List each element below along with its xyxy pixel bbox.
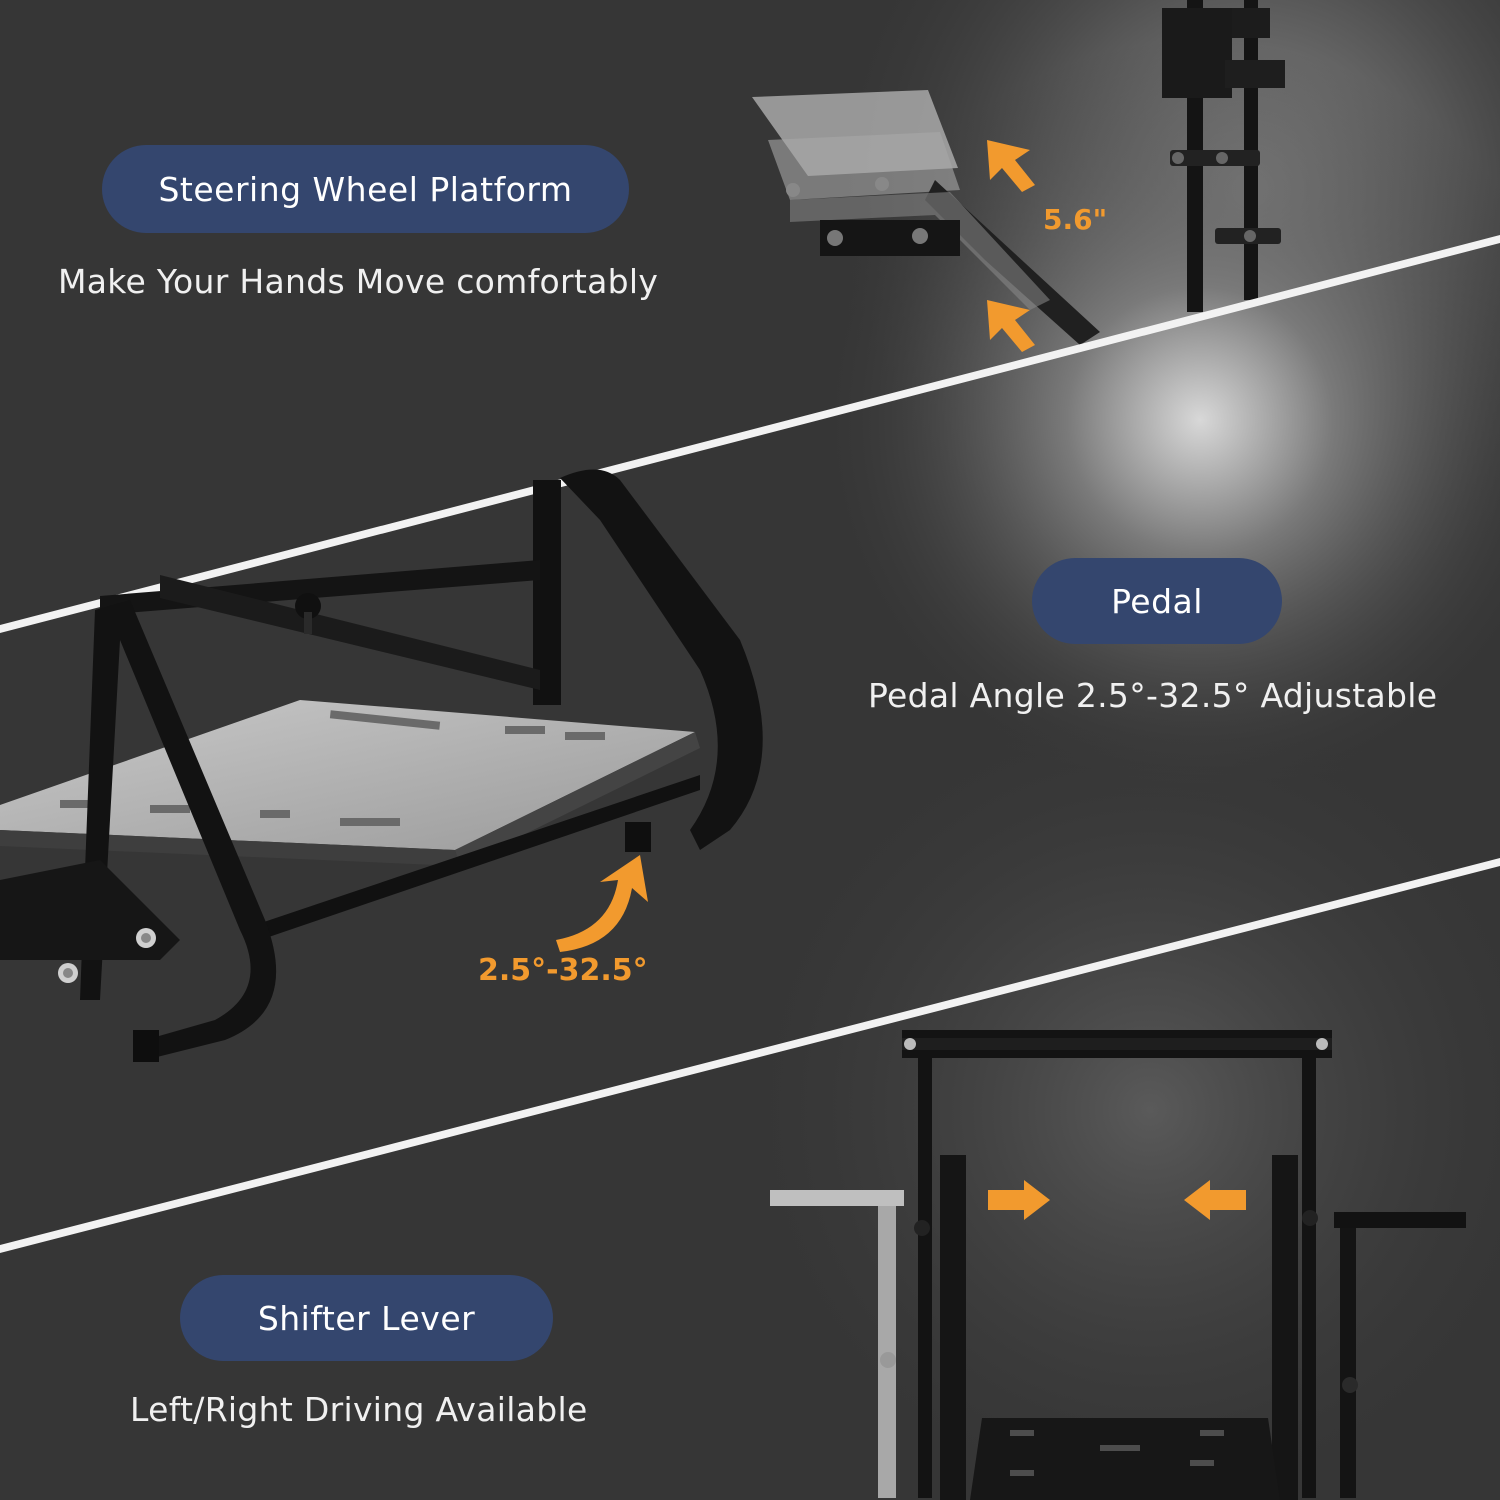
divider-line-2 [0, 858, 1500, 1253]
divider-line-1 [0, 235, 1500, 633]
shifter-lever-badge: Shifter Lever [180, 1275, 553, 1361]
steering-height-callout: 5.6" [1043, 203, 1108, 236]
steering-caption: Make Your Hands Move comfortably [58, 262, 659, 301]
steering-wheel-platform-badge: Steering Wheel Platform [102, 145, 629, 233]
steering-stand-illustration [752, 0, 1285, 352]
shifter-frame-illustration [770, 1030, 1466, 1500]
pedal-caption: Pedal Angle 2.5°-32.5° Adjustable [868, 676, 1438, 715]
pedal-deck-illustration [0, 469, 763, 1062]
pedal-angle-callout: 2.5°-32.5° [478, 953, 648, 988]
shifter-caption: Left/Right Driving Available [130, 1390, 588, 1429]
pedal-badge: Pedal [1032, 558, 1282, 644]
